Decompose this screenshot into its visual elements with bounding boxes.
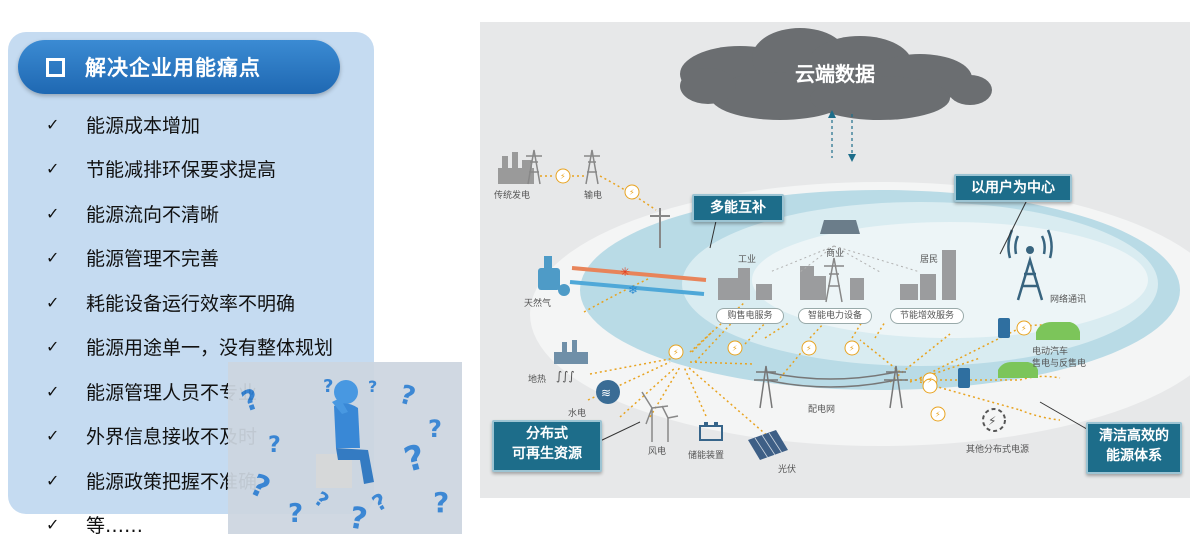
check-icon: ✓ xyxy=(46,159,86,178)
pain-point-item: ✓节能减排环保要求提高 xyxy=(46,147,333,192)
other-distributed-label: 其他分布式电源 xyxy=(966,442,1029,455)
pain-point-text: 等…… xyxy=(86,511,143,538)
svg-text:?: ? xyxy=(310,486,333,512)
check-icon: ✓ xyxy=(46,515,86,534)
svg-text:?: ? xyxy=(347,500,370,534)
svg-text:?: ? xyxy=(268,433,281,458)
check-icon: ✓ xyxy=(46,293,86,312)
svg-text:?: ? xyxy=(288,499,303,529)
pain-point-text: 能源管理不完善 xyxy=(86,244,219,271)
multi-energy-callout: 多能互补 xyxy=(692,194,784,222)
square-bullet-icon xyxy=(46,58,65,77)
clean-energy-callout: 清洁高效的 能源体系 xyxy=(1086,422,1182,474)
hydro-label: 水电 xyxy=(568,406,586,419)
grid-label: 配电网 xyxy=(808,402,835,415)
svg-text:⚡: ⚡ xyxy=(988,414,996,428)
pain-point-item: ✓能源成本增加 xyxy=(46,102,333,147)
natural-gas-label: 天然气 xyxy=(524,296,551,309)
pain-point-item: ✓能源管理不完善 xyxy=(46,236,333,281)
commerce-label: 商业 xyxy=(826,246,844,259)
heat-wave-icon: ∫∫∫ xyxy=(556,369,575,383)
svg-text:⚡: ⚡ xyxy=(849,344,855,353)
svg-text:?: ? xyxy=(245,468,276,507)
geothermal-label: 地热 xyxy=(528,372,546,385)
pain-point-text: 能源流向不清晰 xyxy=(86,200,219,227)
svg-text:⚡: ⚡ xyxy=(629,188,635,197)
svg-text:?: ? xyxy=(237,382,264,419)
pain-points-title: 解决企业用能痛点 xyxy=(85,52,261,82)
question-marks-graphic: ? ? ? ? ? ? ? ? ? ? ? ? ? xyxy=(228,362,462,534)
cloud-sync-arrows xyxy=(832,114,852,158)
svg-text:?: ? xyxy=(433,486,449,519)
check-icon: ✓ xyxy=(46,471,86,490)
check-icon: ✓ xyxy=(46,337,86,356)
svg-text:⚡: ⚡ xyxy=(927,376,933,385)
svg-text:?: ? xyxy=(323,376,333,397)
check-icon: ✓ xyxy=(46,204,86,223)
snow-icon: ❄ xyxy=(628,283,638,297)
check-icon: ✓ xyxy=(46,382,86,401)
pain-point-item: ✓耗能设备运行效率不明确 xyxy=(46,280,333,325)
svg-text:⚡: ⚡ xyxy=(806,344,812,353)
pain-point-item: ✓能源流向不清晰 xyxy=(46,191,333,236)
svg-text:⚡: ⚡ xyxy=(560,172,566,181)
svg-text:?: ? xyxy=(396,380,418,413)
check-icon: ✓ xyxy=(46,426,86,445)
svg-text:⚡: ⚡ xyxy=(732,344,738,353)
service-pill-efficiency: 节能增效服务 xyxy=(890,308,964,324)
wind-label: 风电 xyxy=(648,444,666,457)
svg-text:⚡: ⚡ xyxy=(935,410,941,419)
residential-label: 居民 xyxy=(920,252,938,265)
svg-text:?: ? xyxy=(368,377,377,396)
solar-roof-icon xyxy=(820,220,860,234)
pain-point-text: 节能减排环保要求提高 xyxy=(86,155,276,182)
service-pill-sales: 购售电服务 xyxy=(716,308,784,324)
distributed-renewable-callout: 分布式 可再生资源 xyxy=(492,420,602,472)
svg-text:⚡: ⚡ xyxy=(673,348,679,357)
check-icon: ✓ xyxy=(46,248,86,267)
storage-label: 储能装置 xyxy=(688,448,724,461)
pain-point-text: 能源成本增加 xyxy=(86,111,200,138)
solar-label: 光伏 xyxy=(778,462,796,475)
svg-text:?: ? xyxy=(369,489,393,517)
service-pill-smart-equipment: 智能电力设备 xyxy=(798,308,872,324)
check-icon: ✓ xyxy=(46,115,86,134)
thinking-person-illustration: ? ? ? ? ? ? ? ? ? ? ? ? ? xyxy=(228,362,462,534)
pain-point-text: 耗能设备运行效率不明确 xyxy=(86,289,295,316)
pain-point-text: 能源用途单一，没有整体规划 xyxy=(86,333,333,360)
hydro-icon: ≋ xyxy=(596,380,620,404)
ev-sub-label: 售电与反售电 xyxy=(1032,356,1086,369)
svg-text:?: ? xyxy=(400,437,429,481)
pain-points-header: 解决企业用能痛点 xyxy=(18,40,340,94)
user-center-callout: 以用户为中心 xyxy=(954,174,1072,202)
cloud-data-label: 云端数据 xyxy=(795,58,875,87)
traditional-power-label: 传统发电 xyxy=(494,188,530,201)
sun-icon: ✳ xyxy=(620,265,630,279)
energy-system-diagram: ⚡ ⚡ ⚡ ⚡ ⚡ ⚡ ⚡ ⚡ ⚡ ✳ ❄ xyxy=(480,22,1190,498)
svg-text:≋: ≋ xyxy=(601,386,611,400)
transmission-label: 输电 xyxy=(584,188,602,201)
svg-text:?: ? xyxy=(428,415,442,443)
industry-label: 工业 xyxy=(738,252,756,265)
network-label: 网络通讯 xyxy=(1050,292,1086,305)
svg-text:⚡: ⚡ xyxy=(1021,324,1027,333)
